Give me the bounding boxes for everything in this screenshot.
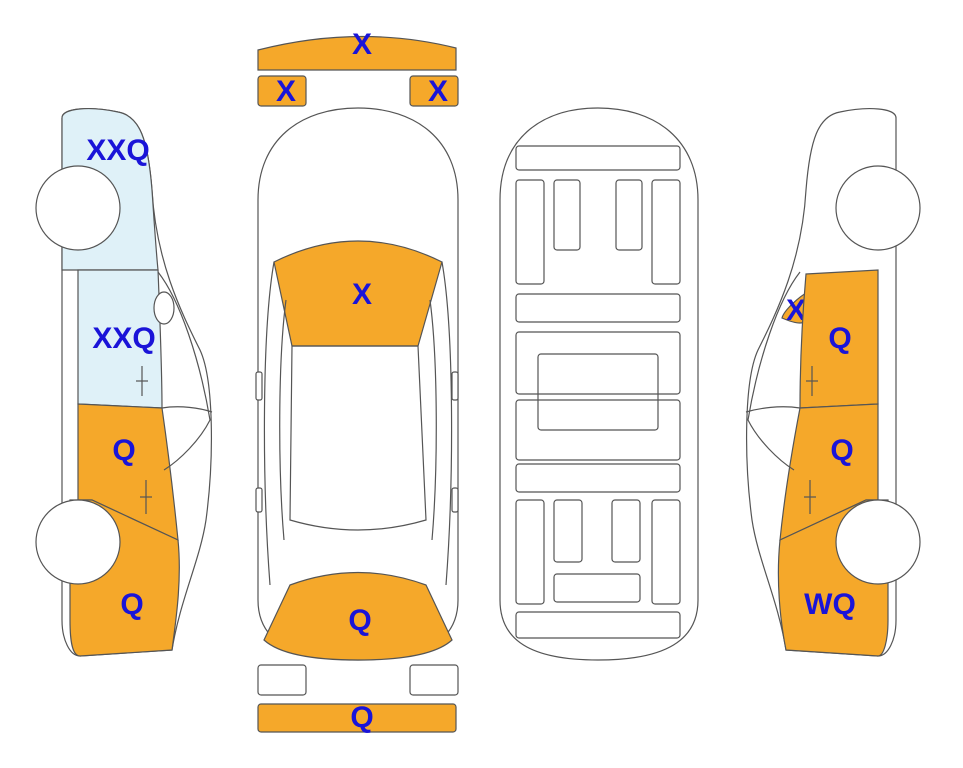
front-parts: X X X bbox=[257, 28, 459, 108]
mirror-right bbox=[451, 371, 459, 401]
car-left-side-view: XXQ XXQ Q Q bbox=[35, 108, 213, 657]
trunk-lid-panel[interactable] bbox=[263, 571, 453, 661]
right-front-fender-spot-mark: X bbox=[786, 294, 806, 327]
trunk-lid-mark: Q bbox=[348, 604, 371, 637]
taillight-right[interactable] bbox=[409, 664, 459, 696]
right-side-glass bbox=[441, 261, 453, 586]
hood-mark: X bbox=[352, 278, 372, 311]
right-rear-wheel bbox=[835, 499, 921, 585]
left-rear-quarter-mark: Q bbox=[120, 588, 143, 621]
taillight-left[interactable] bbox=[257, 664, 307, 696]
car-right-side-view: X Q Q WQ bbox=[745, 108, 921, 657]
mirror-left bbox=[255, 371, 263, 401]
headlight-left-panel[interactable] bbox=[257, 75, 307, 107]
car-top-view: X Q bbox=[255, 107, 459, 661]
left-rear-door-mark: Q bbox=[112, 434, 135, 467]
right-side-glass-inner bbox=[429, 299, 437, 541]
car-underbody-view bbox=[499, 107, 699, 661]
left-side-glass bbox=[263, 261, 275, 586]
right-front-door-mark: Q bbox=[828, 322, 851, 355]
headlight-left-mark: X bbox=[276, 75, 296, 108]
underbody-outline bbox=[499, 107, 699, 661]
left-rear-wheel bbox=[35, 499, 121, 585]
handle-right bbox=[451, 487, 459, 513]
left-front-door-mark: XXQ bbox=[92, 322, 155, 355]
roof-outline bbox=[289, 345, 427, 531]
right-front-wheel bbox=[835, 165, 921, 251]
front-bumper-panel[interactable] bbox=[257, 35, 457, 71]
right-rear-door-mark: Q bbox=[830, 434, 853, 467]
right-rear-quarter-mark: WQ bbox=[804, 588, 856, 621]
rear-parts: Q bbox=[257, 664, 459, 734]
rear-bumper-panel[interactable] bbox=[257, 703, 457, 733]
left-front-fender-mark: XXQ bbox=[86, 134, 149, 167]
handle-left bbox=[255, 487, 263, 513]
front-bumper-mark: X bbox=[352, 28, 372, 61]
headlight-right-panel[interactable] bbox=[409, 75, 459, 107]
headlight-right-mark: X bbox=[428, 75, 448, 108]
left-side-glass-inner bbox=[279, 299, 287, 541]
hood-panel[interactable] bbox=[273, 240, 443, 347]
left-front-wheel bbox=[35, 165, 121, 251]
rear-bumper-mark: Q bbox=[350, 701, 373, 734]
